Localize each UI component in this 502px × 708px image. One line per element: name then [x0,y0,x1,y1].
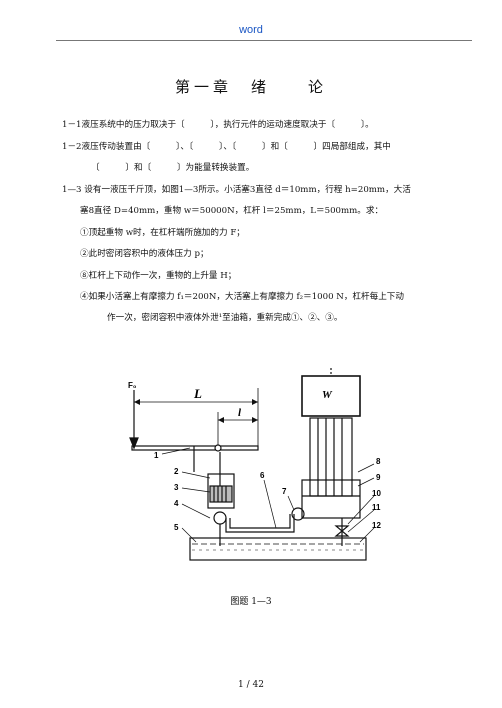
release-valve [334,525,350,537]
label-11: 11 [372,503,381,512]
check-valve-4 [213,511,227,525]
label-4: 4 [174,499,179,508]
chapter-title: 第一章 绪 论 [174,78,327,96]
question-1-3-cont: 塞8直径 D=40mm，重物 w＝50000N，杠杆 l＝25mm，L＝500m… [80,206,384,216]
page-number: 1 / 42 [238,680,264,690]
label-7: 7 [282,487,287,496]
label-F0: F₀ [128,381,137,390]
small-piston [209,485,233,503]
label-6: 6 [260,471,265,480]
large-cylinder [301,479,361,519]
label-L: L [193,386,202,401]
lever-bar [131,445,259,451]
weight-block [301,375,361,417]
sub-question-2: ②此时密闭容积中的液体压力 p； [80,249,209,259]
lever-pivot [214,444,222,452]
label-1: 1 [154,451,159,460]
large-piston [309,417,353,497]
header-rule [56,40,472,41]
label-W: W [322,389,333,401]
label-l: l [238,407,242,419]
sub-question-4: ④如果小活塞上有摩擦力 f₁＝200N，大活塞上有摩擦力 f₂＝1000 N，杠… [80,292,404,302]
question-1-2: 1－2液压传动装置由〔 〕、〔 〕、〔 〕和〔 〕四局部组成，其中 [62,142,391,152]
hydraulic-jack-diagram: F₀ L l W 1 2 3 4 5 6 7 8 9 10 11 12 [128,368,381,561]
sub-question-4-cont: 作一次，密闭容积中液体外泄¹至油箱，重新完成①、②、③。 [107,313,343,323]
force-arrowhead [129,437,139,450]
check-valve-7 [291,507,305,521]
page-header-text: word [239,24,263,36]
sub-question-1: ①顶起重物 w时，在杠杆端所施加的力 F； [80,228,245,238]
label-8: 8 [376,457,381,466]
label-3: 3 [174,483,179,492]
sub-question-3: ⑧杠杆上下动作一次，重物的上升量 H； [80,271,237,281]
question-1-2-cont: 〔 〕和〔 〕为能量转换装置。 [91,163,255,173]
oil-reservoir [189,537,367,561]
label-5: 5 [174,523,179,532]
question-1-3: 1—3 设有一液压千斤顶，如图1—3所示。小活塞3直径 d＝10mm，行程 h=… [62,185,411,195]
label-12: 12 [372,521,381,530]
figure-caption: 图题 1—3 [230,597,272,607]
label-2: 2 [174,467,179,476]
question-1-1: 1－1液压系统中的压力取决于〔 〕，执行元件的运动速度取决于〔 〕。 [62,120,374,130]
small-cylinder [207,473,235,509]
pipe-6 [225,514,295,533]
label-10: 10 [372,489,381,498]
label-9: 9 [376,473,381,482]
